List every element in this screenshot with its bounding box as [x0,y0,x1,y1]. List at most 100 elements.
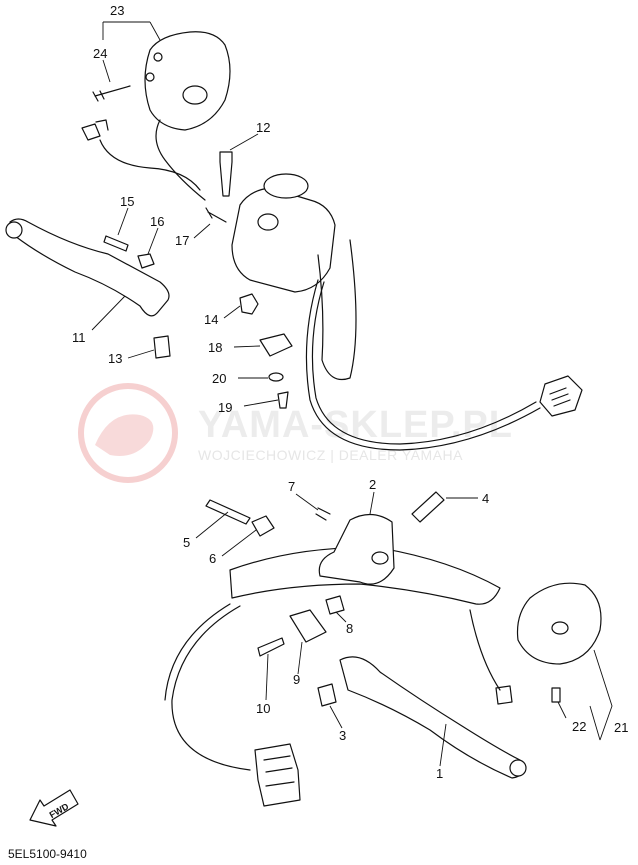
switch-housing-hole-2 [145,72,155,82]
switch-housing-hole-1 [153,52,163,62]
callout-8: 8 [346,621,353,636]
leader-lines [91,21,613,767]
callout-3: 3 [339,728,346,743]
master-cylinder-cap [257,213,279,231]
callout-15: 15 [120,194,134,209]
nut-6 [251,515,275,537]
master-cylinder [231,187,336,293]
upper-connector-pins [549,387,571,407]
callout-22: 22 [572,719,586,734]
leader-19 [243,399,279,407]
callout-4: 4 [482,491,489,506]
lower-connector [254,743,301,807]
callout-labels: 23 24 12 15 16 17 11 13 14 18 20 19 7 2 … [72,3,628,781]
callout-23: 23 [110,3,124,18]
bolt-4 [411,491,445,523]
right-switch-wire [469,609,501,691]
leader-22 [557,701,567,719]
callout-16: 16 [150,214,164,229]
watermark-title: YAMA-SKLEP.PL [198,404,513,446]
bolt-15 [103,235,129,252]
switch-housing-bore [182,85,208,105]
leader-18 [233,345,261,348]
lever-tip [5,221,23,239]
master-cylinder-boss [263,173,309,199]
callout-24: 24 [93,46,107,61]
right-switch-plug [495,685,513,705]
screw-17 [205,207,227,223]
watermark: YAMA-SKLEP.PL WOJCIECHOWICZ | DEALER YAM… [78,383,513,483]
clutch-lever [9,218,170,317]
leader-6 [221,529,257,557]
callout-13: 13 [108,351,122,366]
watermark-logo [78,383,178,483]
leader-7 [295,493,319,511]
leader-3 [329,705,343,729]
callout-17: 17 [175,233,189,248]
lower-assembly [164,491,602,807]
washer-20 [268,372,284,382]
collar-3 [317,683,337,707]
leader-1 [439,723,447,767]
leader-9 [297,641,303,675]
left-switch-housing [144,31,231,131]
nut-8 [325,595,345,615]
leader-2 [369,491,375,515]
holder-bore [371,551,389,565]
callout-11: 11 [72,330,86,345]
right-switch-bore [551,621,569,635]
callout-10: 10 [256,701,270,716]
leader-14 [223,305,241,319]
callout-12: 12 [256,120,270,135]
fwd-arrow: FWD [29,789,79,827]
brake-lever [339,656,524,779]
fwd-arrow-shape [29,789,79,827]
right-switch-housing [516,582,602,665]
handlebar-grip [317,239,357,381]
lower-harness [164,603,251,771]
callout-6: 6 [209,551,216,566]
callout-14: 14 [204,312,218,327]
callout-1: 1 [436,766,443,781]
callout-5: 5 [183,535,190,550]
brake-lever-tip [509,759,527,777]
switch-wire-2 [155,119,206,201]
screw-22 [551,687,561,703]
switch-18 [259,333,293,357]
leader-24 [102,59,111,83]
watermark-logo-mark [95,414,154,456]
nut-16 [137,253,155,269]
leader-5 [195,511,229,539]
leader-10 [265,653,269,701]
wire-terminal [81,119,109,141]
callout-21: 21 [614,720,628,735]
screw-10 [257,637,285,657]
screw-7 [315,507,331,521]
leader-15 [117,207,129,236]
brake-hose-inner [311,281,537,445]
leader-8 [335,611,347,623]
upper-assembly [5,31,583,451]
callout-7: 7 [288,479,295,494]
lower-connector-pins [263,755,295,787]
callout-2: 2 [369,477,376,492]
diagram-code: 5EL5100-9410 [8,847,87,861]
callout-9: 9 [293,672,300,687]
leader-12 [229,133,259,151]
leader-11 [91,295,126,331]
screw-19 [277,391,289,409]
brake-hose [305,279,541,451]
switch-9 [289,609,327,643]
leader-23 [102,21,161,41]
screw-24 [92,85,131,102]
watermark-subtitle: WOJCIECHOWICZ | DEALER YAMAHA [198,447,463,463]
nut-14 [239,293,259,315]
bolt-5 [205,499,251,525]
leader-13 [127,349,155,359]
callout-19: 19 [218,400,232,415]
leader-21 [589,649,613,741]
collar-13 [153,335,171,359]
switch-wire [99,139,201,191]
leader-17 [193,223,211,239]
